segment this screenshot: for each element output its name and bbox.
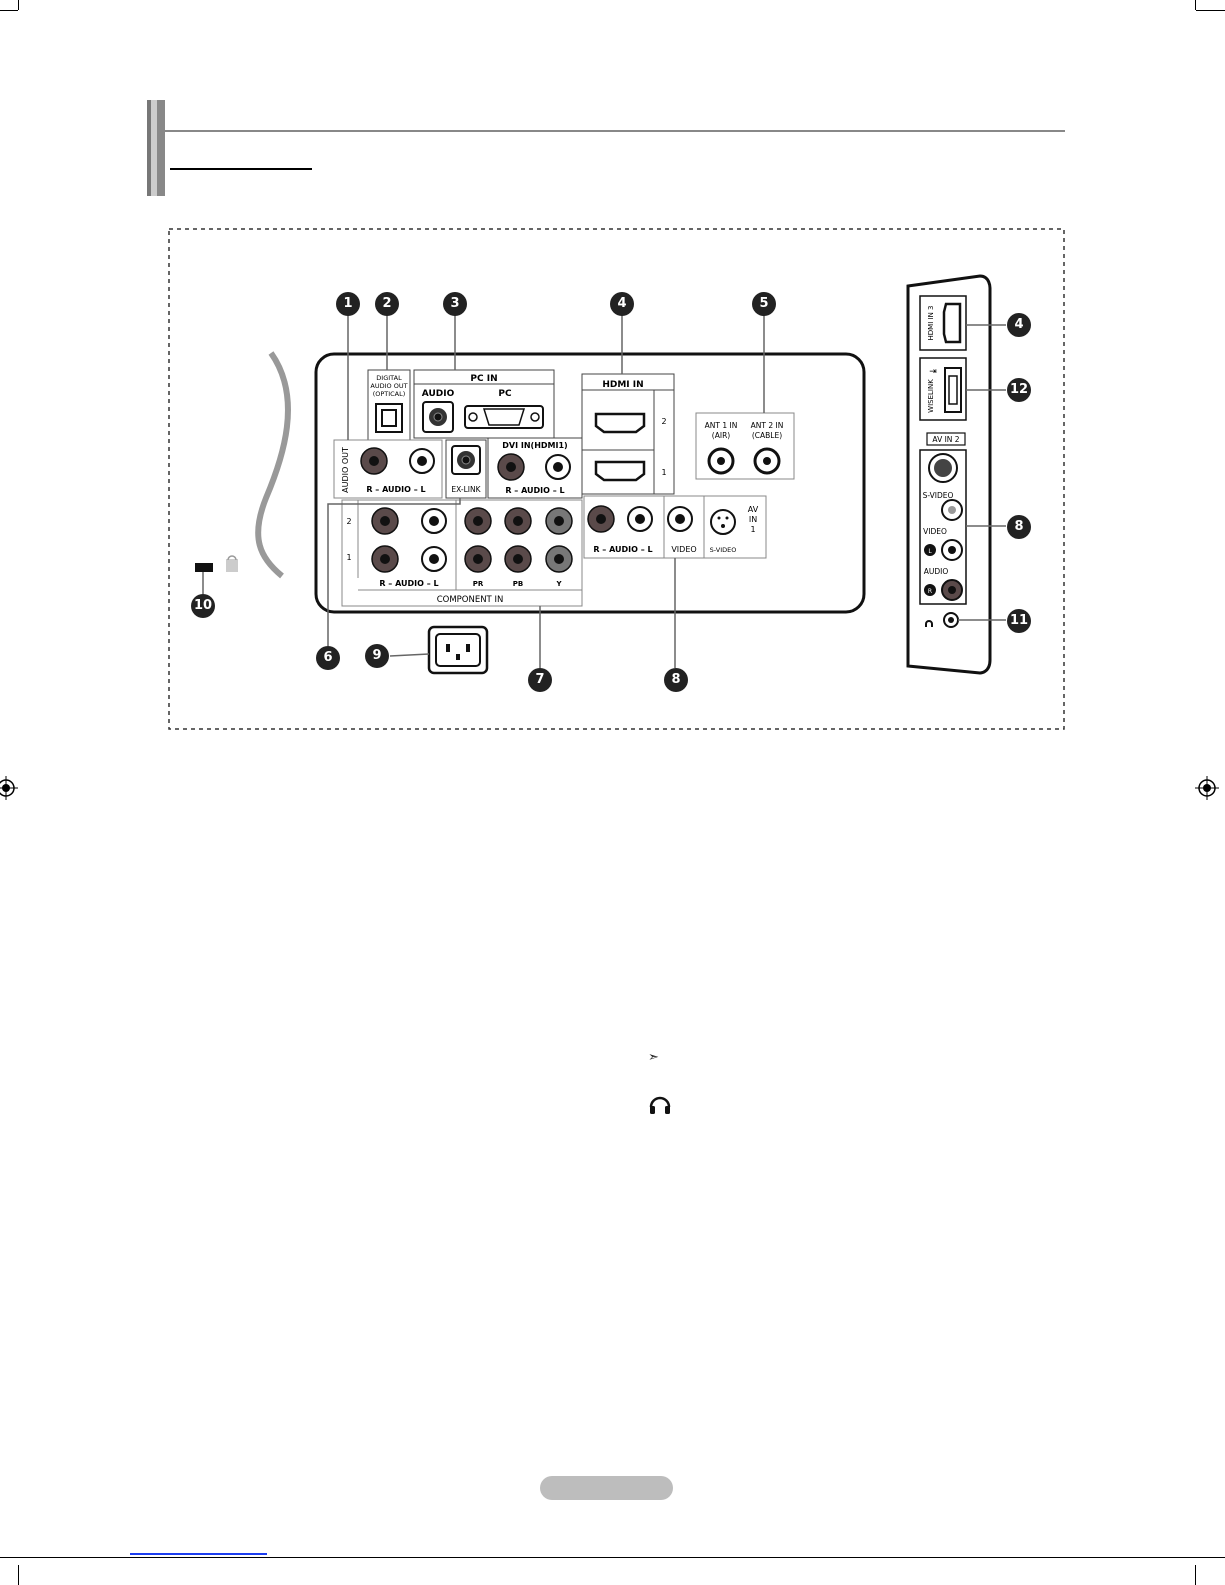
comp-row1-label: 1 — [346, 553, 351, 562]
y-label: Y — [555, 580, 562, 588]
ant1-label-2: (AIR) — [712, 431, 730, 440]
side-video-label: VIDEO — [923, 527, 947, 536]
callout-number-9: 9 — [365, 644, 389, 668]
kensington-lock-icon — [195, 555, 238, 572]
crop-mark-icon — [1195, 0, 1196, 10]
callout-number-1: 1 — [336, 292, 360, 316]
antenna-group: ANT 1 IN (AIR) ANT 2 IN (CABLE) — [695, 412, 795, 480]
digital-audio-out-label-1: DIGITAL — [376, 374, 402, 382]
ex-link-group: EX-LINK — [445, 439, 487, 499]
callout-number-11: 11 — [1007, 609, 1031, 633]
av1-s-video-label: S-VIDEO — [710, 546, 737, 554]
hdmi-in-label: HDMI IN — [602, 380, 643, 390]
callout-number-10: 10 — [191, 594, 215, 618]
pb-label: PB — [513, 580, 523, 588]
callout-number-6: 6 — [316, 646, 340, 670]
digital-audio-out-port: DIGITAL AUDIO OUT (OPTICAL) — [367, 369, 411, 441]
pc-in-group: PC IN AUDIO PC — [413, 369, 555, 439]
callout-number-8: 8 — [1007, 515, 1031, 539]
av-in-1-label-1: AV — [748, 505, 759, 514]
callout-number-3: 3 — [443, 292, 467, 316]
digital-audio-out-label-2: AUDIO OUT — [370, 382, 407, 390]
side-s-video-label: S-VIDEO — [923, 491, 954, 500]
connection-panel-diagram: DIGITAL AUDIO OUT (OPTICAL) PC IN AUDIO … — [168, 228, 1065, 730]
cable-curve — [255, 351, 291, 579]
usb-icon: ⇥ — [929, 367, 937, 377]
side-panel: HDMI IN 3 WISELINK ⇥ AV IN 2 S-VIDEO VID… — [906, 274, 992, 675]
registration-mark-icon — [1195, 776, 1219, 800]
component-in-label: COMPONENT IN — [437, 595, 504, 605]
dvi-rl-label: R – AUDIO – L — [505, 486, 564, 495]
component-jacks — [371, 507, 573, 573]
pr-label: PR — [473, 580, 484, 588]
av-in-1-label-2: IN — [749, 515, 757, 524]
crop-mark-icon — [0, 10, 18, 11]
side-l-label: L — [928, 548, 932, 555]
headphone-icon — [649, 1096, 671, 1114]
callout-number-12: 12 — [1007, 378, 1031, 402]
leader-lines — [202, 311, 1006, 668]
comp-row2-label: 2 — [346, 517, 351, 526]
av-in-1-group: R – AUDIO – L VIDEO S-VIDEO AV IN 1 — [583, 495, 767, 559]
callout-number-4: 4 — [1007, 313, 1031, 337]
callout-number-5: 5 — [752, 292, 776, 316]
crop-mark-icon — [18, 1565, 19, 1585]
side-hdmi3-label: HDMI IN 3 — [927, 306, 935, 341]
side-wiselink-label: WISELINK — [927, 379, 935, 413]
diagram-frame — [168, 228, 1065, 730]
dvi-in-group: DVI IN(HDMI1) R – AUDIO – L — [487, 437, 583, 499]
pc-label: PC — [498, 389, 512, 399]
section-header-underline — [170, 168, 312, 170]
hdmi-port-icon — [594, 412, 646, 434]
pc-audio-label: AUDIO — [422, 389, 455, 399]
hdmi-in-group: HDMI IN 2 1 — [581, 373, 675, 495]
callout-number-2: 2 — [375, 292, 399, 316]
digital-audio-out-label-3: (OPTICAL) — [373, 390, 406, 398]
crop-mark-icon — [1195, 1565, 1196, 1585]
ant2-label-1: ANT 2 IN — [751, 421, 784, 430]
power-socket-icon — [427, 625, 489, 675]
av-in-1-label-3: 1 — [750, 525, 755, 534]
hdmi-1-label: 1 — [661, 468, 666, 477]
rear-panel-svg: DIGITAL AUDIO OUT (OPTICAL) PC IN AUDIO … — [168, 228, 1065, 730]
section-header-bar — [147, 100, 165, 196]
crop-mark-icon — [1196, 10, 1225, 11]
registration-mark-icon — [0, 776, 18, 800]
hdmi-port-icon — [942, 302, 962, 344]
side-r-label: R — [928, 588, 932, 595]
callout-number-4: 4 — [610, 292, 634, 316]
component-rl-label: R – AUDIO – L — [379, 579, 438, 588]
footer-rule — [0, 1557, 1225, 1558]
crop-mark-icon — [18, 0, 19, 10]
callout-number-8: 8 — [664, 668, 688, 692]
footer-link-line — [130, 1553, 267, 1555]
av1-video-label: VIDEO — [671, 545, 696, 554]
pc-in-label: PC IN — [470, 374, 497, 384]
rear-panel-outline — [314, 352, 866, 614]
section-header-rule — [165, 130, 1065, 132]
side-av-in-2-label: AV IN 2 — [932, 435, 959, 444]
hdmi-port-icon — [594, 460, 646, 482]
ant1-label-1: ANT 1 IN — [705, 421, 738, 430]
ant2-label-2: (CABLE) — [752, 431, 782, 440]
component-in-group: 2 1 R – AUDIO – L PR PB Y COMPONENT IN — [341, 499, 583, 607]
audio-out-group: AUDIO OUT R – AUDIO – L — [333, 439, 443, 499]
av1-rl-label: R – AUDIO – L — [593, 545, 652, 554]
audio-out-rl-label: R – AUDIO – L — [366, 485, 425, 494]
headphone-icon — [925, 620, 933, 627]
dvi-in-label: DVI IN(HDMI1) — [502, 441, 567, 450]
callout-number-7: 7 — [528, 668, 552, 692]
arrow-glyph-icon: ➣ — [648, 1050, 659, 1065]
ex-link-label: EX-LINK — [451, 485, 481, 494]
audio-out-label: AUDIO OUT — [341, 447, 350, 493]
hdmi-2-label: 2 — [661, 417, 666, 426]
page-number-pill — [540, 1476, 673, 1500]
side-audio-label: AUDIO — [924, 567, 949, 576]
